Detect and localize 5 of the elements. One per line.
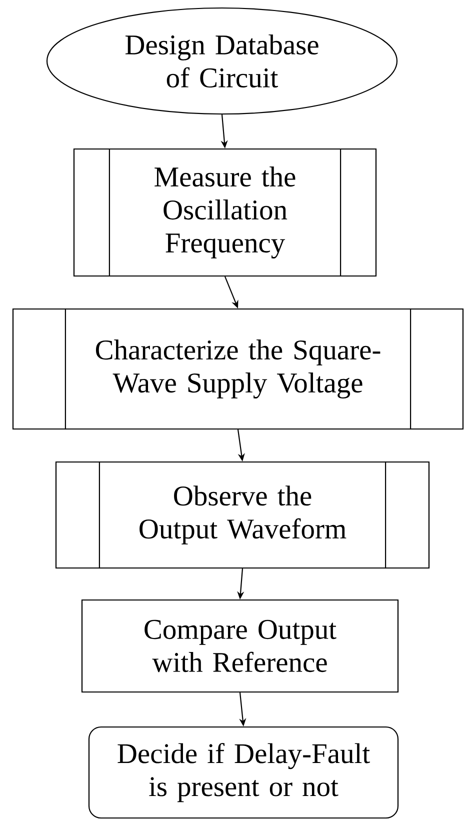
- terminal-box: Decide if Delay-Fault is present or not: [88, 726, 399, 819]
- process-box: Compare Output with Reference: [81, 599, 399, 693]
- subprocess-box: Characterize the Square-Wave Supply Voltage: [12, 308, 464, 430]
- subprocess-box: Observe the Output Waveform: [55, 461, 430, 569]
- subprocess-box: Measure the Oscillation Frequency: [73, 148, 377, 277]
